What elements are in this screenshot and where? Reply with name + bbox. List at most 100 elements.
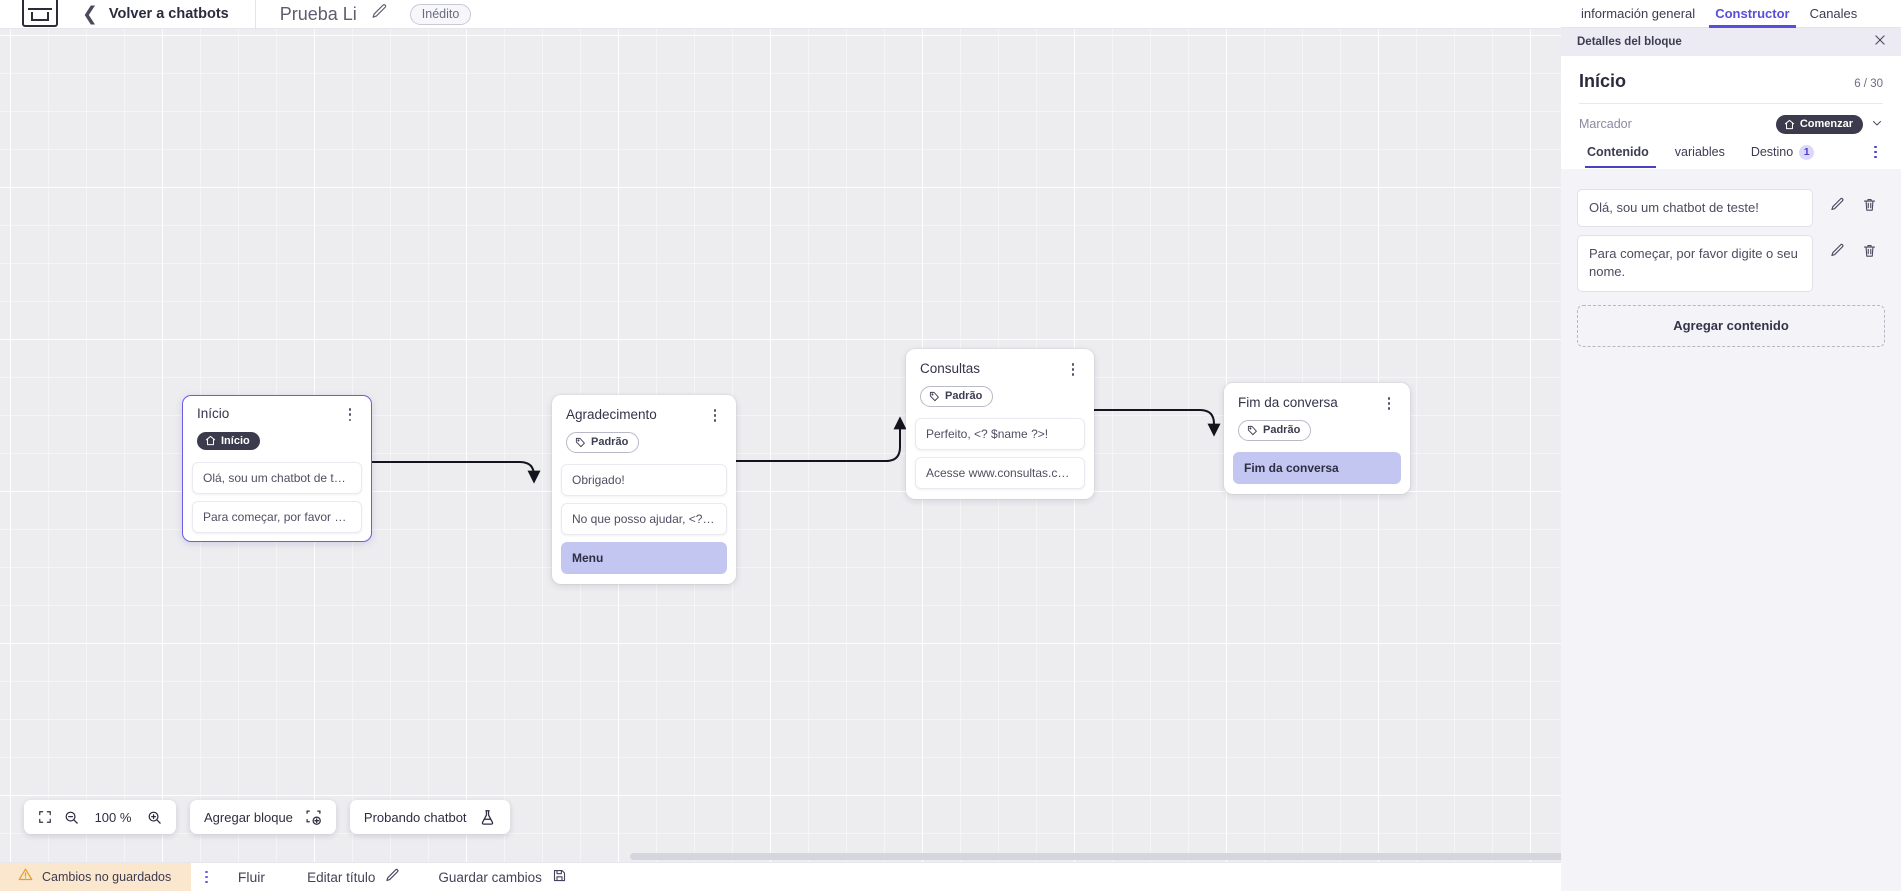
node-tag-row: Início bbox=[183, 423, 371, 452]
test-chatbot-button[interactable]: Probando chatbot bbox=[349, 800, 510, 834]
node-header: Consultas bbox=[906, 361, 1094, 377]
node-row[interactable]: Obrigado! bbox=[561, 463, 727, 496]
node-tag-badge: Padrão bbox=[920, 386, 994, 407]
node-rows: Olá, sou um chatbot de teste! Para começ… bbox=[183, 462, 371, 534]
node-tag-row: Padrão bbox=[906, 377, 1094, 407]
zoom-level: 100 % bbox=[94, 809, 132, 825]
tab-constructor[interactable]: Constructor bbox=[1705, 0, 1799, 28]
kebab-menu-icon[interactable] bbox=[1382, 395, 1396, 410]
content-text[interactable]: Olá, sou um chatbot de teste! bbox=[1577, 188, 1813, 227]
kebab-menu-icon[interactable] bbox=[343, 406, 357, 422]
node-title: Agradecimento bbox=[566, 407, 657, 422]
node-tag-badge: Padrão bbox=[566, 432, 640, 453]
home-icon bbox=[205, 435, 216, 446]
trash-icon[interactable] bbox=[1853, 240, 1885, 262]
node-rows: Fim da conversa bbox=[1224, 451, 1410, 484]
tab-destino-label: Destino bbox=[1750, 145, 1794, 159]
kebab-menu-icon[interactable] bbox=[1874, 145, 1883, 168]
edge-consultas-fim bbox=[1094, 409, 1221, 437]
flow-node-agradecimento[interactable]: Agradecimento Padrão Obrigado! No que po… bbox=[552, 395, 736, 584]
node-row[interactable]: Para começar, por favor digite o ... bbox=[192, 501, 362, 534]
zoom-in-icon[interactable] bbox=[147, 810, 162, 825]
back-to-chatbots-link[interactable]: Volver a chatbots bbox=[108, 6, 229, 22]
chevron-down-icon[interactable] bbox=[1871, 117, 1883, 132]
edit-title-button[interactable]: Editar título bbox=[307, 868, 400, 886]
node-row[interactable]: Fim da conversa bbox=[1233, 451, 1401, 484]
save-changes-button[interactable]: Guardar cambios bbox=[438, 868, 567, 886]
content-item: Para começar, por favor digite o seu nom… bbox=[1577, 234, 1885, 292]
edge-inicio-agradecimento bbox=[372, 461, 541, 484]
node-tag-label: Padrão bbox=[945, 390, 983, 403]
edit-title-label: Editar título bbox=[307, 869, 376, 885]
content-item: Olá, sou um chatbot de teste! bbox=[1577, 188, 1885, 227]
tab-fluir[interactable]: Fluir bbox=[234, 864, 269, 891]
marker-label: Marcador bbox=[1579, 117, 1632, 132]
canvas-horizontal-scrollbar[interactable] bbox=[0, 850, 1561, 862]
marker-value-group[interactable]: Comenzar bbox=[1775, 115, 1883, 134]
scrollbar-thumb[interactable] bbox=[630, 853, 1561, 860]
block-char-count: 6 / 30 bbox=[1854, 78, 1883, 90]
block-details-header: Detalles del bloque bbox=[1561, 28, 1901, 56]
node-header: Início bbox=[183, 406, 371, 422]
node-title: Fim da conversa bbox=[1238, 395, 1338, 410]
tag-icon bbox=[575, 437, 586, 448]
node-tag-label: Padrão bbox=[591, 436, 629, 449]
close-icon[interactable] bbox=[1873, 33, 1887, 52]
tab-variables[interactable]: variables bbox=[1662, 145, 1738, 168]
node-tag-row: Padrão bbox=[1224, 411, 1410, 441]
chatbot-logo-icon bbox=[22, 0, 58, 27]
flow-canvas[interactable]: Início Início Olá, sou um chatbot de tes… bbox=[0, 29, 1561, 862]
chevron-left-icon[interactable]: ❮ bbox=[82, 2, 98, 25]
tab-contenido-label: Contenido bbox=[1587, 145, 1649, 159]
node-row[interactable]: No que posso ajudar, <? $name ... bbox=[561, 502, 727, 535]
bottom-status-bar: Cambios no guardados Fluir Editar título… bbox=[0, 862, 1561, 891]
pencil-icon bbox=[385, 868, 400, 886]
kebab-menu-icon[interactable] bbox=[708, 407, 722, 422]
header-divider bbox=[254, 0, 256, 44]
right-panel: información general Constructor Canales … bbox=[1561, 0, 1901, 891]
tag-icon bbox=[1247, 425, 1258, 436]
tab-canales[interactable]: Canales bbox=[1809, 6, 1858, 21]
status-badge: Inédito bbox=[409, 3, 472, 25]
pencil-icon[interactable] bbox=[371, 3, 388, 25]
add-block-icon bbox=[305, 809, 322, 826]
node-row[interactable]: Perfeito, <? $name ?>! bbox=[915, 417, 1085, 450]
kebab-menu-icon[interactable] bbox=[205, 870, 208, 884]
unsaved-changes-indicator: Cambios no guardados bbox=[0, 862, 192, 891]
bot-name-title: Prueba Li bbox=[279, 3, 357, 24]
flow-node-fim-da-conversa[interactable]: Fim da conversa Padrão Fim da conversa bbox=[1224, 383, 1410, 494]
content-item-actions bbox=[1813, 235, 1885, 262]
zoom-out-icon[interactable] bbox=[64, 810, 79, 825]
node-row[interactable]: Acesse www.consultas.com par... bbox=[915, 456, 1085, 489]
marker-row: Marcador Comenzar bbox=[1579, 104, 1883, 143]
tab-contenido[interactable]: Contenido bbox=[1579, 145, 1662, 168]
panel-top-tabs: información general Constructor Canales bbox=[1561, 0, 1901, 28]
node-rows: Obrigado! No que posso ajudar, <? $name … bbox=[552, 463, 736, 574]
block-title: Início bbox=[1579, 71, 1627, 91]
warning-icon bbox=[18, 867, 33, 887]
content-list: Olá, sou um chatbot de teste! Para começ… bbox=[1561, 169, 1901, 347]
divider bbox=[1579, 103, 1883, 104]
tab-informacion-general[interactable]: información general bbox=[1581, 6, 1696, 21]
content-item-actions bbox=[1813, 189, 1885, 216]
pencil-icon[interactable] bbox=[1821, 194, 1853, 216]
add-block-button[interactable]: Agregar bloque bbox=[190, 800, 336, 834]
trash-icon[interactable] bbox=[1853, 194, 1885, 216]
content-text[interactable]: Para começar, por favor digite o seu nom… bbox=[1577, 234, 1813, 292]
fit-screen-icon[interactable] bbox=[38, 810, 52, 824]
block-title-row: Início 6 / 30 bbox=[1579, 64, 1883, 92]
tab-destino[interactable]: Destino 1 bbox=[1738, 144, 1827, 169]
pencil-icon[interactable] bbox=[1821, 240, 1853, 262]
node-row[interactable]: Olá, sou um chatbot de teste! bbox=[192, 462, 362, 495]
node-tag-badge: Padrão bbox=[1238, 420, 1312, 441]
marker-badge[interactable]: Comenzar bbox=[1775, 115, 1863, 134]
block-detail-tabs: Contenido variables Destino 1 bbox=[1579, 143, 1883, 169]
node-row[interactable]: Menu bbox=[561, 541, 727, 574]
flow-node-consultas[interactable]: Consultas Padrão Perfeito, <? $name ?>! … bbox=[906, 349, 1094, 499]
add-content-button[interactable]: Agregar contenido bbox=[1577, 304, 1885, 347]
save-disk-icon bbox=[552, 868, 567, 886]
flow-node-inicio[interactable]: Início Início Olá, sou um chatbot de tes… bbox=[182, 395, 372, 543]
tab-variables-label: variables bbox=[1674, 145, 1725, 159]
zoom-controls: 100 % bbox=[24, 800, 176, 834]
kebab-menu-icon[interactable] bbox=[1066, 361, 1080, 376]
